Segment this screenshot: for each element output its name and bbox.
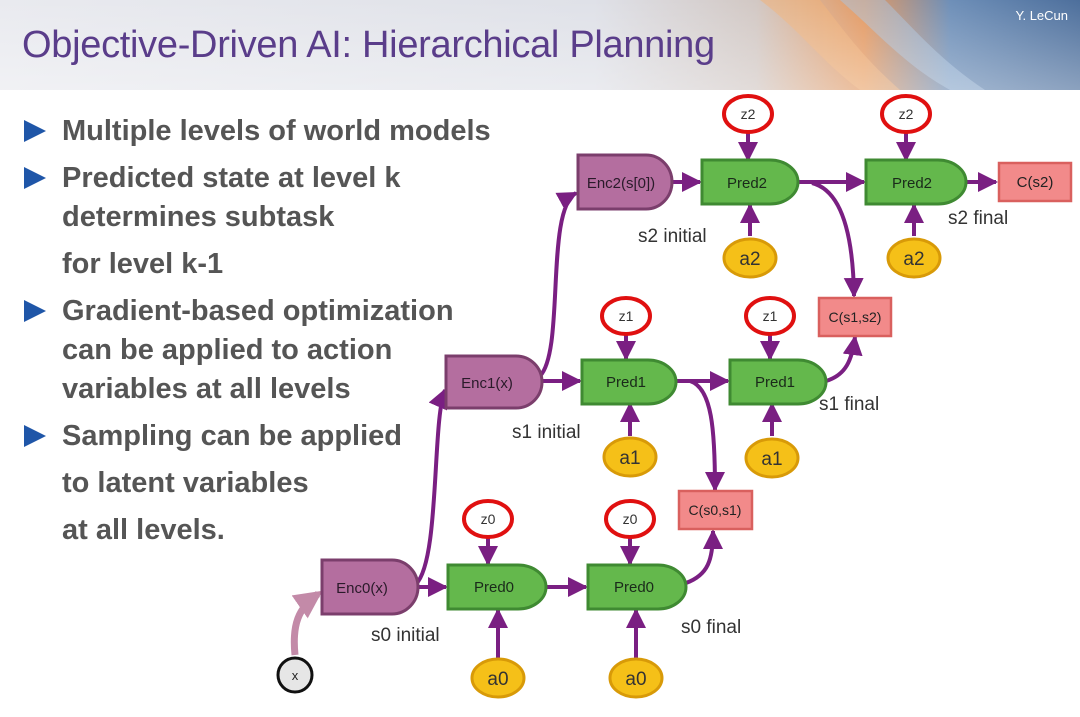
cost-node: C(s0,s1) [677, 489, 754, 531]
bullet-line: for level k-1 [62, 248, 224, 280]
encoder-label: Enc0(x) [336, 580, 388, 597]
predictor-label: Pred0 [474, 579, 514, 596]
bullet-list: Multiple levels of world models Predicte… [22, 112, 542, 558]
predictor-node: Pred2 [700, 158, 800, 206]
bullet-item: Gradient-based optimization can be appli… [22, 292, 542, 409]
encoder-label: Enc2(s[0]) [587, 175, 655, 192]
action-label: a1 [619, 448, 640, 469]
latent-label: z2 [741, 106, 756, 122]
latent-label: z1 [763, 308, 778, 324]
bullet-item: Multiple levels of world models [22, 112, 542, 151]
action-node: a0 [608, 657, 664, 699]
slide-header: Objective-Driven AI: Hierarchical Planni… [0, 0, 1080, 90]
latent-node: z1 [600, 296, 652, 336]
cost-label: C(s1,s2) [829, 309, 882, 325]
predictor-node: Pred2 [864, 158, 968, 206]
encoder-node: Enc1(x) [444, 354, 544, 410]
input-node: x [276, 656, 314, 694]
predictor-label: Pred2 [727, 175, 767, 192]
state-label: s1 initial [512, 422, 581, 443]
cost-node: C(s2) [997, 161, 1073, 203]
state-label: s1 final [819, 394, 879, 415]
encoder-node: Enc2(s[0]) [576, 153, 674, 211]
bullet-line: determines subtask [62, 201, 335, 233]
predictor-node: Pred0 [446, 563, 548, 611]
latent-node: z2 [880, 94, 932, 134]
action-label: a0 [625, 669, 646, 690]
predictor-node: Pred0 [586, 563, 688, 611]
edge-x-to-enc0 [290, 590, 323, 656]
bullet-line: variables at all levels [62, 373, 351, 405]
diagram-edges [290, 132, 998, 660]
action-node: a1 [602, 436, 658, 478]
bullet-line: Sampling can be applied [62, 420, 403, 452]
predictor-label: Pred0 [614, 579, 654, 596]
action-node: a2 [886, 237, 942, 279]
latent-node: z0 [462, 499, 514, 539]
bullet-line: Gradient-based optimization [62, 295, 454, 327]
slide-author: Y. LeCun [1015, 8, 1068, 23]
bullet-line: can be applied to action [62, 334, 393, 366]
latent-node: z1 [744, 296, 796, 336]
bullet-line: to latent variables [62, 467, 309, 499]
action-label: a2 [739, 249, 760, 270]
action-node: a1 [744, 437, 800, 479]
state-label: s0 final [681, 617, 741, 638]
action-label: a0 [487, 669, 508, 690]
input-label: x [292, 668, 299, 683]
header-background [0, 0, 1080, 90]
edge-pred1-to-cost01 [689, 379, 725, 492]
bullet-line: Predicted state at level k [62, 162, 401, 194]
state-label: s2 final [948, 208, 1008, 229]
encoder-node: Enc0(x) [320, 558, 420, 616]
predictor-node: Pred1 [728, 358, 828, 406]
latent-node: z0 [604, 499, 656, 539]
edge-pred0-to-cost01 [685, 529, 723, 585]
latent-node: z2 [722, 94, 774, 134]
encoder-label: Enc1(x) [461, 375, 513, 392]
cost-label: C(s0,s1) [689, 502, 742, 518]
bullet-arrow-icon [24, 300, 46, 322]
edge-enc0-to-enc1 [414, 388, 448, 586]
predictor-label: Pred1 [606, 374, 646, 391]
state-label: s2 initial [638, 226, 707, 247]
latent-label: z0 [481, 511, 496, 527]
state-label: s0 initial [371, 625, 440, 646]
action-label: a2 [903, 249, 924, 270]
edge-enc1-to-enc2 [538, 191, 578, 378]
predictor-label: Pred1 [755, 374, 795, 391]
state-labels: s0 initial s0 final s1 initial s1 final … [371, 208, 1008, 646]
slide-title: Objective-Driven AI: Hierarchical Planni… [22, 24, 715, 66]
bullet-line: at all levels. [62, 514, 225, 546]
latent-label: z1 [619, 308, 634, 324]
edge-pred1-to-cost12 [825, 335, 863, 383]
action-label: a1 [761, 449, 782, 470]
bullet-arrow-icon [24, 167, 46, 189]
bullet-arrow-icon [24, 120, 46, 142]
latent-label: z2 [899, 106, 914, 122]
bullet-arrow-icon [24, 425, 46, 447]
action-node: a0 [470, 657, 526, 699]
edge-pred2-to-cost12 [811, 181, 864, 298]
cost-node: C(s1,s2) [817, 296, 893, 338]
bullet-item: Sampling can be applied to latent variab… [22, 417, 542, 550]
bullet-item: Predicted state at level k determines su… [22, 159, 542, 284]
cost-label: C(s2) [1017, 174, 1054, 191]
latent-label: z0 [623, 511, 638, 527]
predictor-node: Pred1 [580, 358, 678, 406]
bullet-line: Multiple levels of world models [62, 115, 491, 147]
action-node: a2 [722, 237, 778, 279]
predictor-label: Pred2 [892, 175, 932, 192]
